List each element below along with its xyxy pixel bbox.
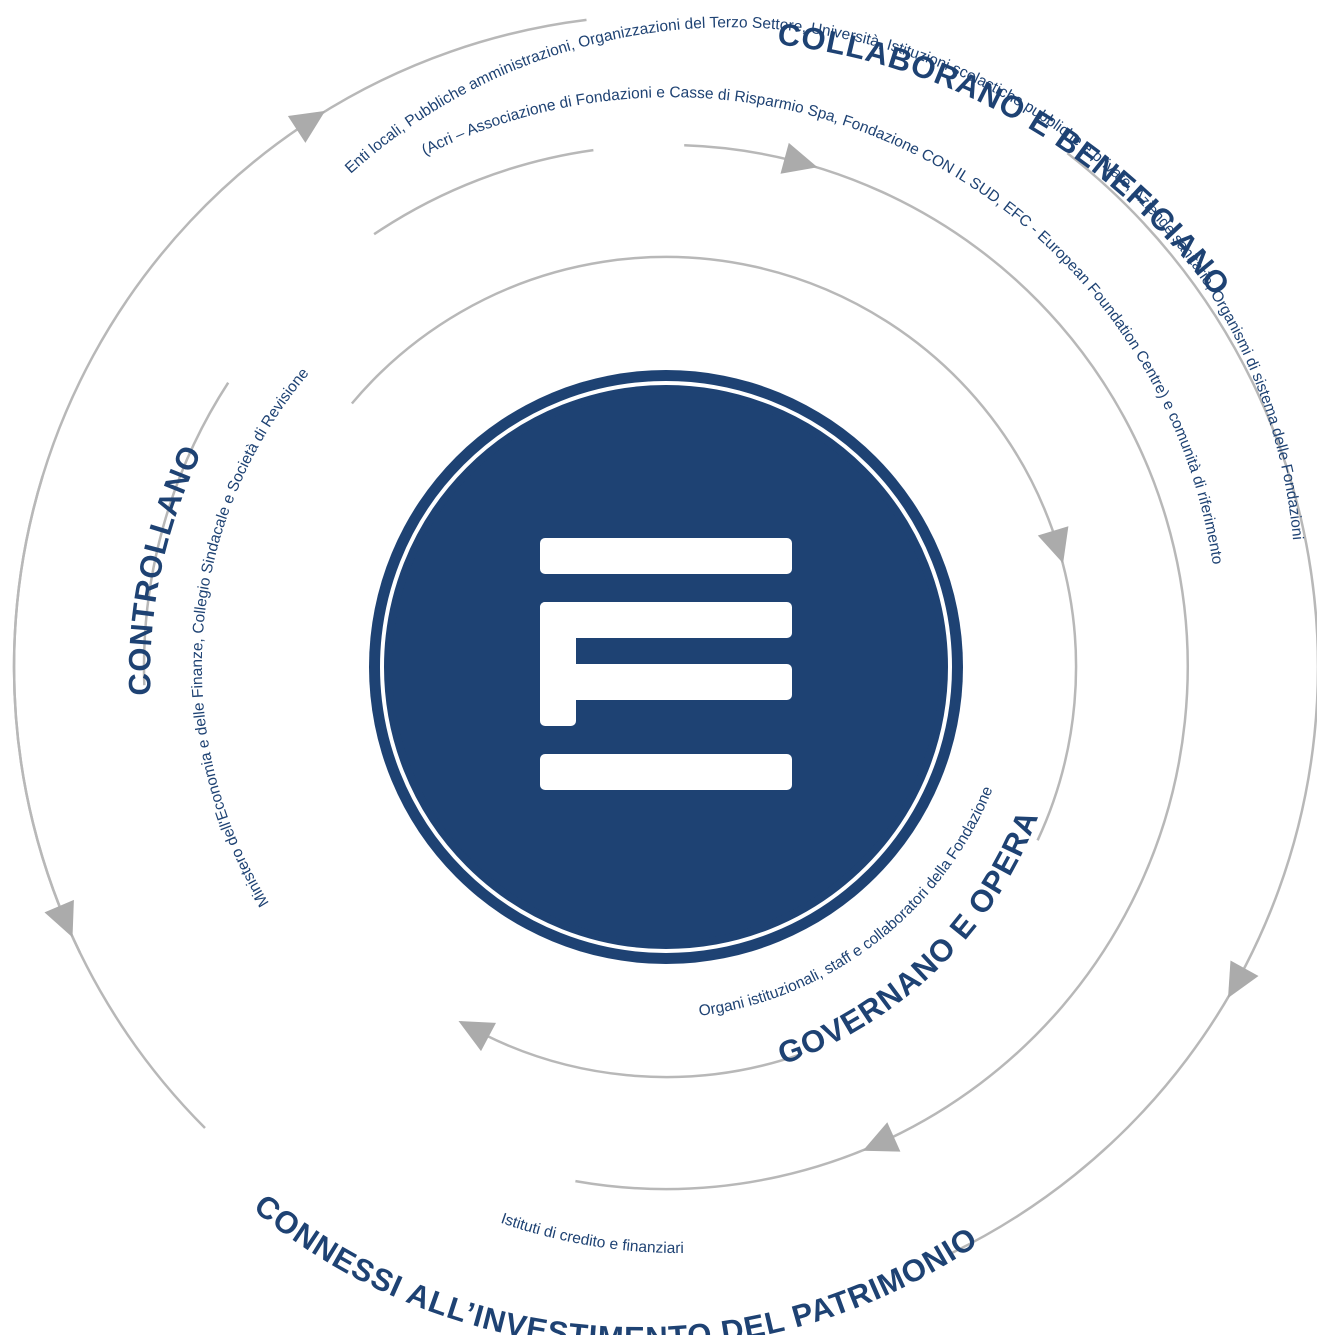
middle-ring-top-arc (373, 148, 594, 236)
inner-ring-top-arc (350, 255, 1078, 841)
stacked-bars-logo-icon (540, 538, 792, 790)
outer-ring-right-arrowhead (1228, 960, 1259, 998)
connessi-heading: CONNESSI ALL’INVESTIMENTO DEL PATRIMONIO (248, 1187, 984, 1335)
collaborano-heading: COLLABORANO E BENEFICIANO (776, 17, 1237, 303)
middle-ring-right-arc (575, 144, 1189, 1191)
outer-ring-top-arrowhead (287, 110, 326, 143)
outer-ring-left-arrowhead (44, 899, 74, 938)
middle-ring-left-arc (142, 382, 230, 686)
connessi-note: Istituti di credito e finanziari (499, 1210, 684, 1257)
middle-ring-top-arrowhead (780, 142, 818, 174)
middle-ring-bottom-arrowhead (862, 1122, 901, 1152)
inner-ring-bottom-arc (460, 1021, 800, 1079)
inner-ring-bottom-arrowhead (458, 1021, 496, 1052)
outer-ring-left-arc (12, 476, 206, 1129)
controllano-note: Ministero dell'Economia e delle Finanze,… (189, 365, 313, 910)
center-logo (369, 370, 963, 964)
arrowheads (44, 110, 1259, 1152)
ring-arcs (12, 18, 1317, 1255)
inner-ring-right-arrowhead (1037, 526, 1069, 564)
outer-ring-right-arc (951, 152, 1317, 1255)
logo-ring-line (380, 381, 952, 953)
